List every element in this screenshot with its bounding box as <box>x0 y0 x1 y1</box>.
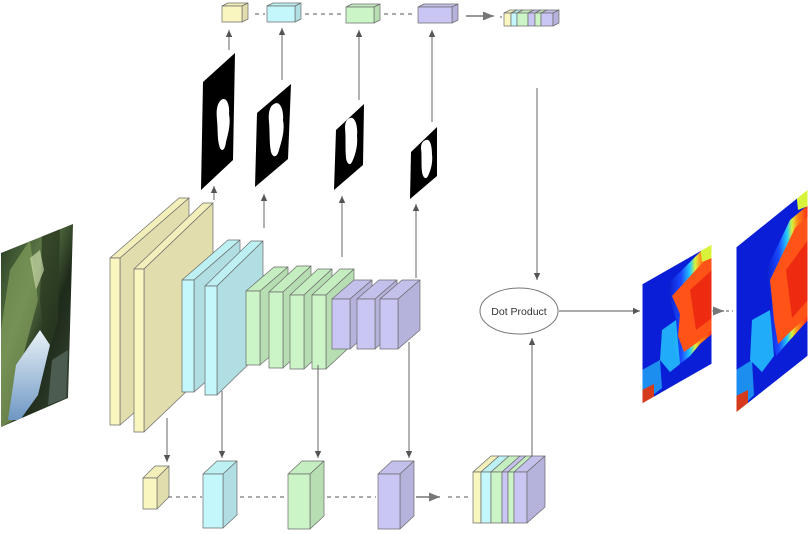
stage2-block-b-front <box>204 285 218 396</box>
bottom-cube-2-front <box>202 473 224 529</box>
arrows <box>163 11 733 502</box>
stage4-block-c-front <box>379 298 399 350</box>
bottom-cube-3 <box>287 460 325 530</box>
top-cube-4-front <box>417 6 453 24</box>
top-cube-1-front <box>221 5 243 23</box>
mask-3-foreground <box>345 117 358 165</box>
top-cube-4 <box>417 3 459 24</box>
stage1-block-b-front <box>133 268 145 433</box>
mask-2-foreground <box>268 103 284 157</box>
mask-4-foreground <box>421 139 433 179</box>
bottom-concat-seg-3 <box>501 471 509 524</box>
encoder-blocks <box>109 197 421 433</box>
bottom-concat-seg-1 <box>480 471 492 524</box>
bottom-cube-1 <box>142 465 170 510</box>
bottom-cube-4-front <box>377 473 401 530</box>
stage4-block-c <box>379 279 421 350</box>
dot-product-node: Dot Product <box>479 287 559 335</box>
top-cube-1-side <box>241 2 249 23</box>
top-concat-seg-3 <box>527 12 536 27</box>
dot-product-label: Dot Product <box>491 306 547 318</box>
mask-1-foreground <box>216 98 230 150</box>
top-concat-seg-0 <box>503 12 512 27</box>
mask-2 <box>255 84 291 187</box>
bottom-concat-side <box>526 455 546 524</box>
stage3-block-d-front <box>311 294 327 370</box>
stage4-block-a-front <box>331 298 351 350</box>
top-cube-3-front <box>345 6 375 24</box>
mask-images <box>201 53 437 199</box>
top-concat-side <box>552 9 560 27</box>
top-concat-seg-5 <box>540 12 554 27</box>
top-cube-2 <box>266 2 302 23</box>
mask-1 <box>201 53 235 190</box>
stage3-block-b-front <box>268 291 284 369</box>
output-heatmap-2 <box>735 188 808 415</box>
bottom-concat-cube <box>472 455 546 524</box>
input-image <box>1 224 73 427</box>
bottom-cube-4 <box>377 460 415 530</box>
bottom-cube-3-front <box>287 473 311 530</box>
feature-vector-cubes <box>142 2 560 530</box>
bottom-cube-1-front <box>142 477 158 510</box>
stage3-block-a-front <box>245 290 261 366</box>
stage3-block-c-front <box>289 294 305 370</box>
mask-3 <box>334 104 364 190</box>
top-cube-1 <box>221 2 249 23</box>
top-concat-cube <box>503 9 560 27</box>
top-concat-seg-1 <box>510 12 518 27</box>
top-cube-3 <box>345 3 381 24</box>
top-cube-2-side <box>294 2 302 23</box>
top-concat-seg-2 <box>516 12 529 27</box>
bottom-concat-seg-5 <box>513 471 528 524</box>
stage2-block-a-front <box>181 279 195 393</box>
mask-4 <box>410 127 437 199</box>
top-cube-3-side <box>373 3 381 24</box>
stage1-block-a-front <box>109 257 121 426</box>
top-concat-seg-4 <box>534 12 542 27</box>
stage4-block-b-front <box>356 298 376 350</box>
bottom-cube-2 <box>202 460 238 529</box>
top-cube-4-side <box>451 3 459 24</box>
bottom-concat-seg-4 <box>507 471 515 524</box>
top-cube-2-front <box>266 5 296 23</box>
output-heatmap-1 <box>641 243 713 405</box>
bottom-concat-seg-2 <box>490 471 503 524</box>
top-cube-4-top <box>417 3 459 8</box>
bottom-concat-seg-0 <box>472 471 482 524</box>
